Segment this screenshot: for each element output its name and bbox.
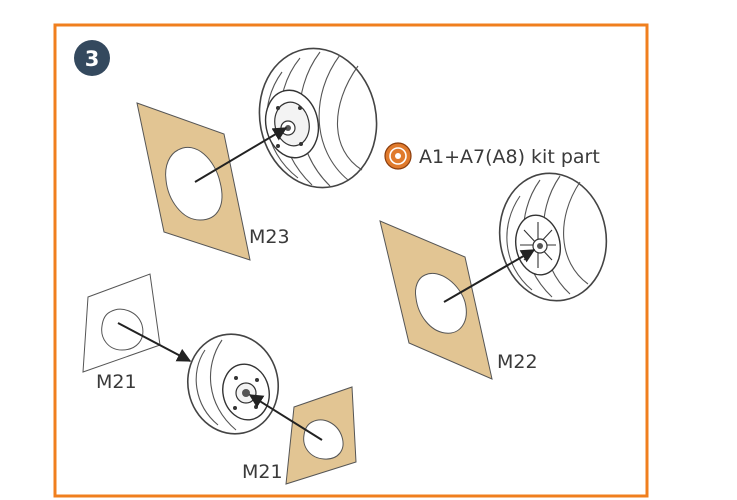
mask-m23 (136, 102, 251, 261)
kit-part-note: A1+A7(A8) kit part (419, 146, 600, 168)
step-frame (53, 23, 649, 498)
label-m22: M22 (497, 351, 538, 373)
main-wheel-upper (258, 47, 378, 189)
arrow-m21-upper-to-wheel (117, 322, 192, 362)
label-m21-lower: M21 (242, 461, 283, 483)
kit-part-reference-icon (384, 142, 412, 170)
label-m21-upper: M21 (96, 371, 137, 393)
nose-wheel (186, 333, 280, 435)
label-m23: M23 (249, 226, 290, 248)
arrow-m22-to-wheel (443, 249, 536, 303)
mask-m21-lower (285, 386, 357, 485)
step-badge: 3 (74, 40, 110, 76)
main-wheel-right (498, 172, 608, 302)
mask-m22 (379, 220, 493, 380)
arrow-m23-to-wheel (194, 127, 288, 183)
arrow-m21-lower-to-wheel (248, 394, 323, 441)
step-number: 3 (85, 47, 100, 71)
mask-m21-upper (82, 273, 161, 373)
